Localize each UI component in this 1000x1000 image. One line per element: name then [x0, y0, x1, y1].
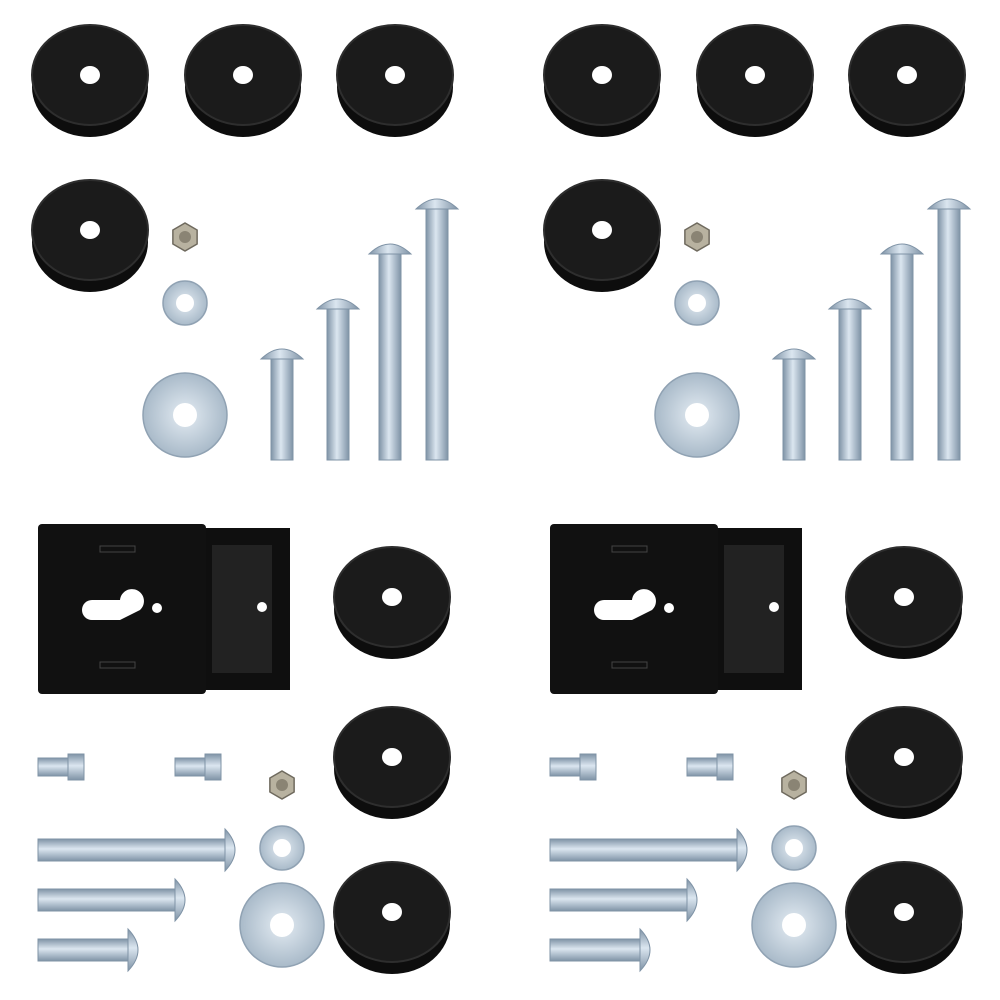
- rubber-puck: [848, 24, 966, 137]
- rubber-puck: [31, 24, 149, 137]
- washer: [259, 825, 305, 871]
- washer: [162, 280, 208, 326]
- hex-nut: [684, 222, 710, 252]
- bolt-horizontal: [549, 877, 698, 923]
- hex-nut: [172, 222, 198, 252]
- puck-hole: [894, 588, 914, 606]
- bolt-vertical: [879, 243, 925, 461]
- puck-hole: [592, 66, 612, 84]
- washer: [142, 372, 228, 458]
- bolt-vertical: [771, 348, 817, 461]
- puck-hole: [894, 903, 914, 921]
- washer: [674, 280, 720, 326]
- puck-hole: [745, 66, 765, 84]
- washer: [239, 882, 325, 968]
- rubber-puck: [543, 24, 661, 137]
- puck-hole: [382, 903, 402, 921]
- bolt-vertical: [259, 348, 305, 461]
- short-hex-bolt: [549, 753, 597, 781]
- bolt-shank: [37, 938, 129, 962]
- washer: [771, 825, 817, 871]
- bolt-horizontal: [37, 877, 186, 923]
- bolt-vertical: [367, 243, 413, 461]
- kit-top-left: [31, 24, 460, 461]
- rubber-puck: [184, 24, 302, 137]
- rubber-puck: [31, 179, 149, 292]
- bolt-head: [127, 927, 139, 973]
- bolt-head: [879, 243, 925, 255]
- rubber-puck: [845, 861, 963, 974]
- bolt-head: [771, 348, 817, 360]
- bolt-shank: [37, 888, 176, 912]
- rubber-puck: [696, 24, 814, 137]
- mounting-bracket: [38, 524, 290, 694]
- bolt-shank: [270, 358, 294, 461]
- short-hex-bolt: [686, 753, 734, 781]
- bolt-head: [639, 927, 651, 973]
- washer: [751, 882, 837, 968]
- bolt-head: [926, 198, 972, 210]
- bolt-shank: [782, 358, 806, 461]
- bolt-shank: [425, 208, 449, 461]
- bolt-shank: [549, 838, 738, 862]
- bolt-vertical: [827, 298, 873, 461]
- bolt-head: [174, 877, 186, 923]
- bolt-head: [224, 827, 236, 873]
- bolt-shank: [37, 838, 226, 862]
- bolt-head: [736, 827, 748, 873]
- keyhole-slot: [82, 589, 144, 620]
- bolt-horizontal: [37, 927, 139, 973]
- hex-nut: [781, 770, 807, 800]
- bolt-horizontal: [549, 827, 748, 873]
- rubber-puck: [543, 179, 661, 292]
- bolt-shank: [937, 208, 961, 461]
- kit-top-right: [543, 24, 972, 461]
- short-hex-bolt: [37, 753, 85, 781]
- bolt-shank: [326, 308, 350, 461]
- rubber-puck: [845, 546, 963, 659]
- bolt-shank: [549, 938, 641, 962]
- bolt-shank: [838, 308, 862, 461]
- keyhole-slot: [594, 589, 656, 620]
- puck-hole: [592, 221, 612, 239]
- bolt-head: [414, 198, 460, 210]
- rubber-puck: [333, 861, 451, 974]
- puck-hole: [233, 66, 253, 84]
- bolt-shank: [890, 253, 914, 461]
- bolt-head: [315, 298, 361, 310]
- puck-hole: [80, 66, 100, 84]
- bolt-shank: [549, 888, 688, 912]
- bolt-head: [686, 877, 698, 923]
- bolt-vertical: [315, 298, 361, 461]
- rubber-puck: [333, 706, 451, 819]
- hex-nut: [269, 770, 295, 800]
- bolt-head: [259, 348, 305, 360]
- bolt-vertical: [926, 198, 972, 461]
- rubber-puck: [336, 24, 454, 137]
- puck-hole: [897, 66, 917, 84]
- bolt-head: [827, 298, 873, 310]
- kit-bottom-left: [37, 524, 451, 974]
- puck-hole: [894, 748, 914, 766]
- bolt-head: [367, 243, 413, 255]
- parts-layer: [31, 24, 972, 974]
- short-hex-bolt: [174, 753, 222, 781]
- kit-bottom-right: [549, 524, 963, 974]
- bolt-horizontal: [37, 827, 236, 873]
- rubber-puck: [333, 546, 451, 659]
- mounting-bracket: [550, 524, 802, 694]
- puck-hole: [80, 221, 100, 239]
- bolt-vertical: [414, 198, 460, 461]
- puck-hole: [382, 748, 402, 766]
- bolt-shank: [378, 253, 402, 461]
- puck-hole: [385, 66, 405, 84]
- washer: [654, 372, 740, 458]
- rubber-puck: [845, 706, 963, 819]
- bolt-horizontal: [549, 927, 651, 973]
- puck-hole: [382, 588, 402, 606]
